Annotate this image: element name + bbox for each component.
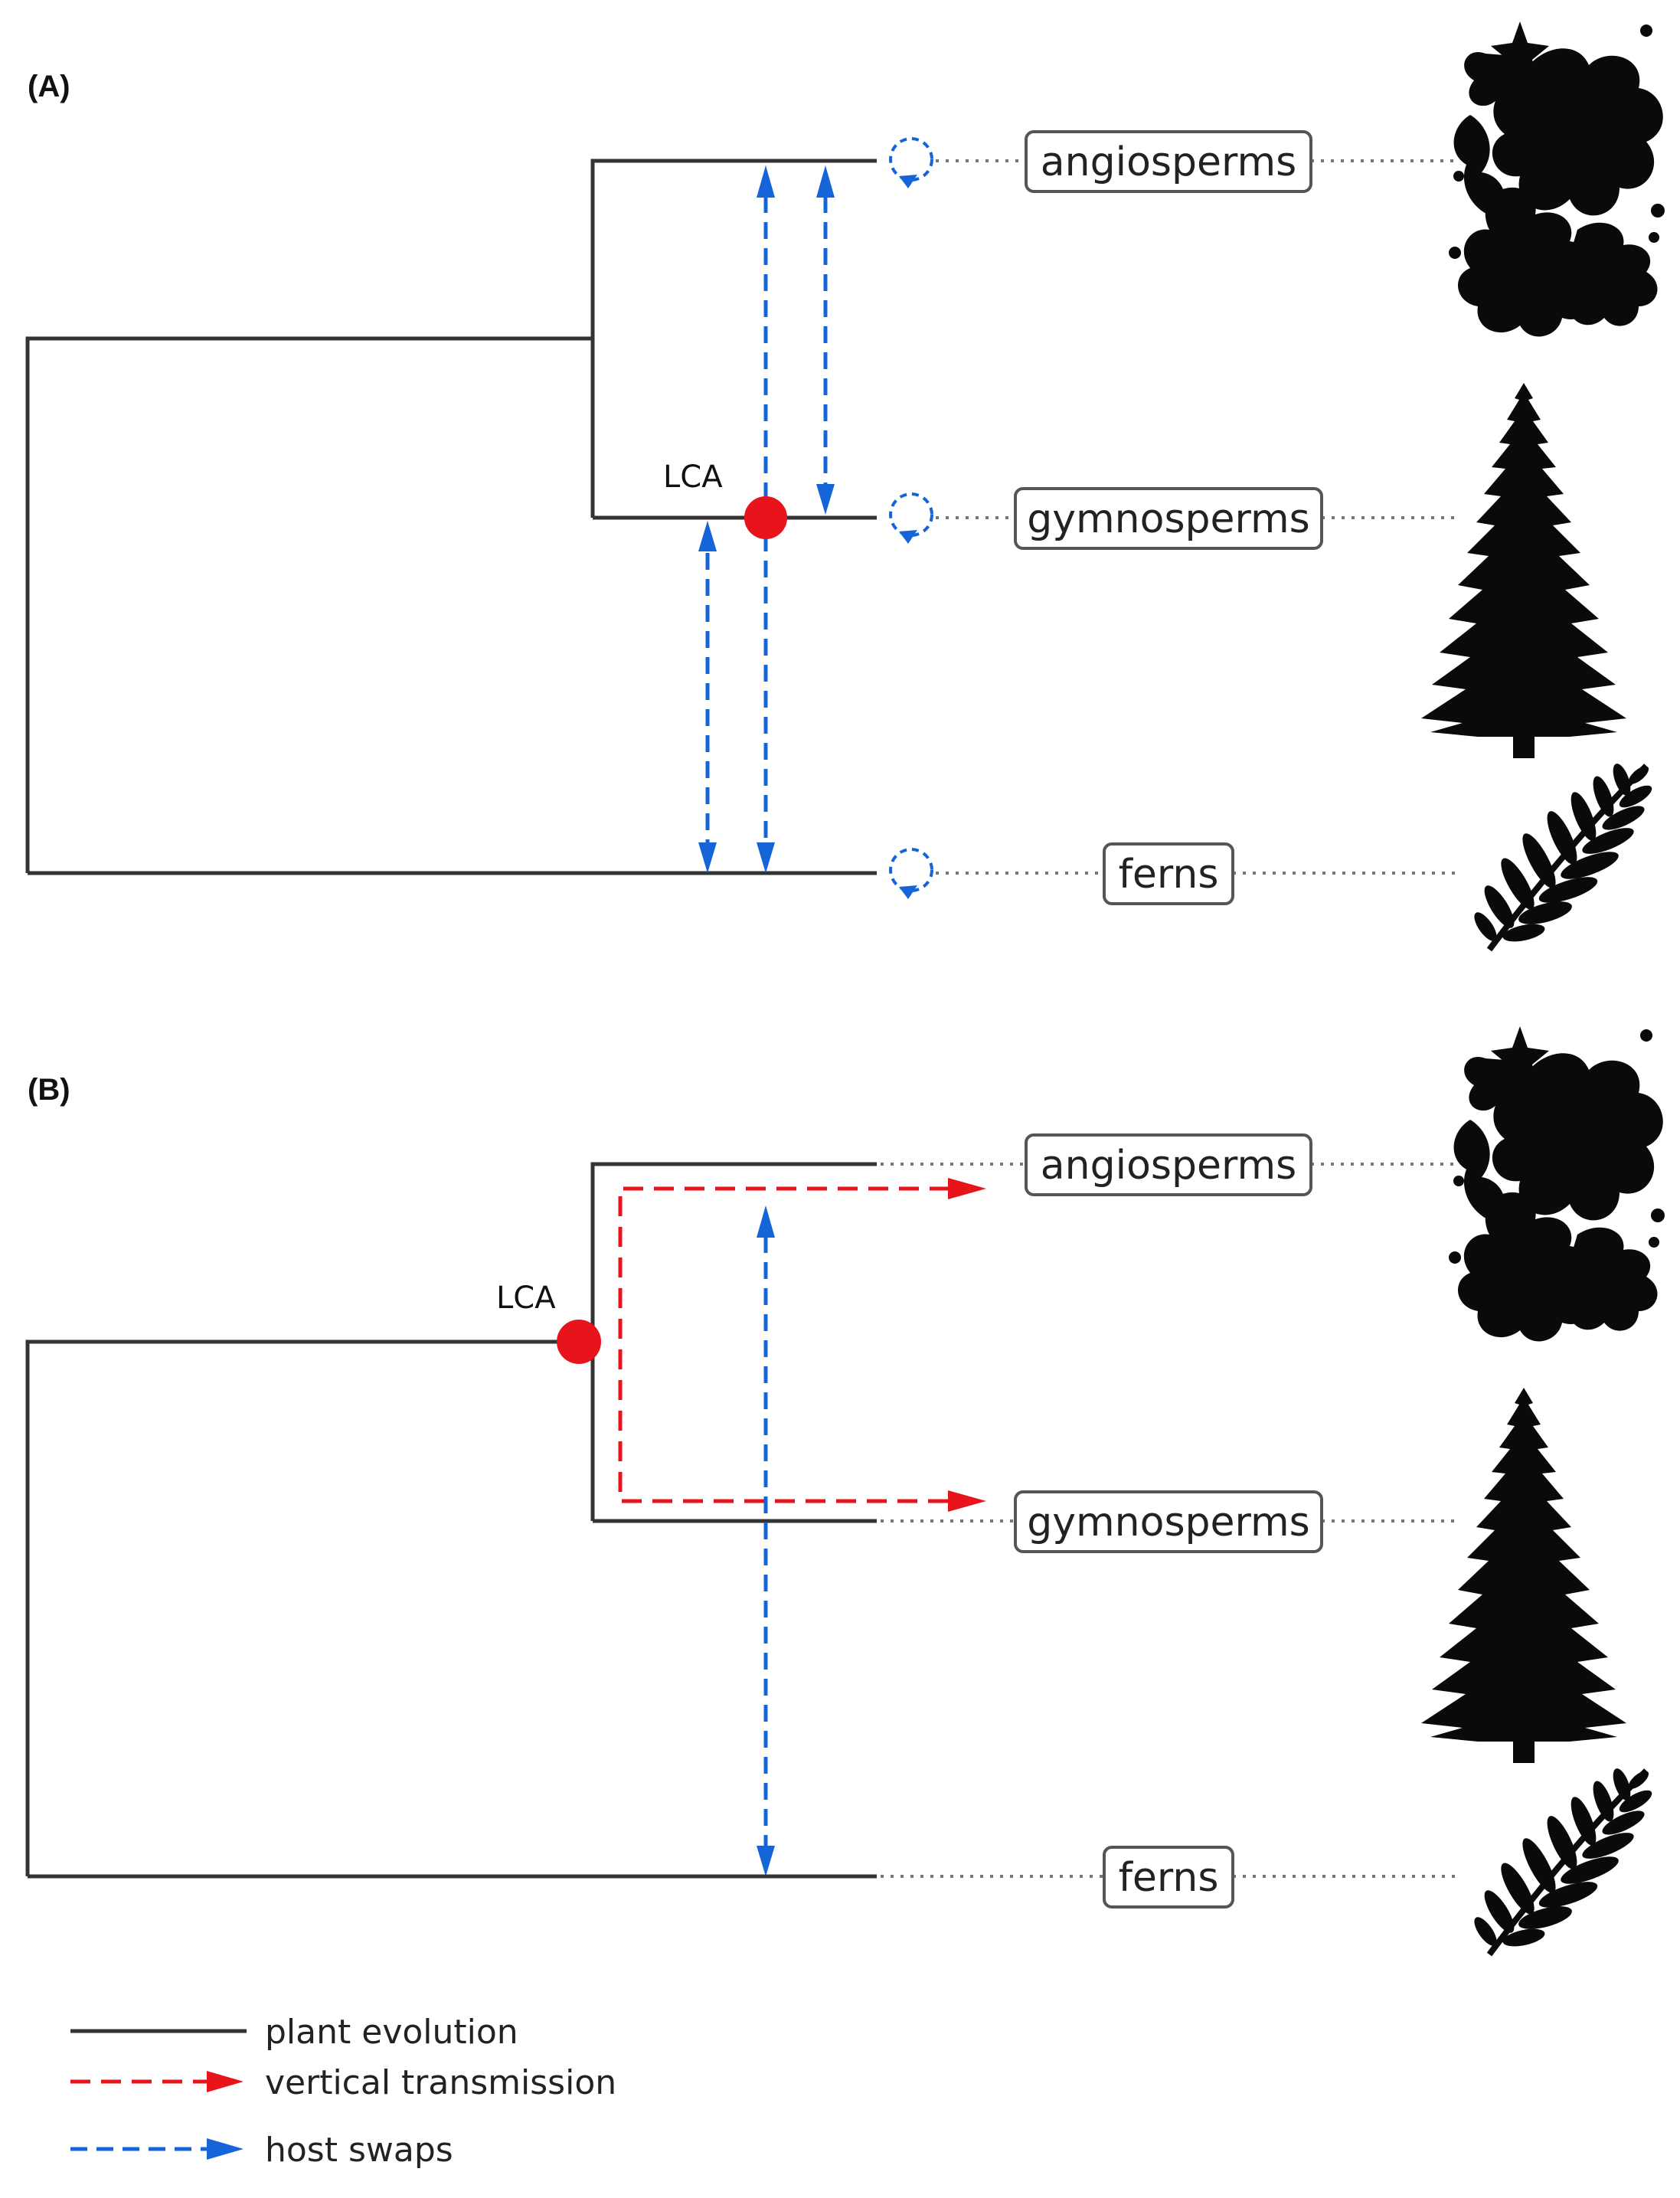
loop-icon (889, 848, 933, 892)
fern-frond-silhouette-icon (1470, 761, 1655, 950)
lca-label: LCA (663, 460, 723, 495)
panel-a: (A) LCA (25, 21, 1665, 950)
panel-b-vertical-transmission (618, 1178, 986, 1512)
flower-silhouette-icon (1449, 1026, 1665, 1342)
svg-text:ferns: ferns (1119, 852, 1219, 898)
arrow-head-down (816, 484, 835, 515)
flower-silhouette-icon (1449, 21, 1665, 337)
panel-b-plant-tree (25, 1162, 877, 1879)
panel-b: (B) LCA (25, 1026, 1665, 1954)
conifer-tree-silhouette-icon (1421, 383, 1626, 758)
root-branch (25, 336, 593, 873)
arrow-head-up (698, 521, 717, 551)
arrow-head-up (816, 165, 835, 198)
loop-icon (889, 492, 933, 537)
taxon-label-ferns: ferns (1103, 842, 1234, 905)
root-branch (25, 1339, 582, 1876)
panel-b-label: (B) (28, 1073, 70, 1107)
svg-text:host swaps: host swaps (265, 2131, 453, 2170)
svg-text:plant evolution: plant evolution (265, 2013, 518, 2052)
taxon-label-ferns: ferns (1103, 1846, 1234, 1909)
angiosperms-branch (590, 159, 877, 518)
lca-label: LCA (496, 1281, 556, 1316)
taxon-label-gymnosperms: gymnosperms (1014, 1490, 1323, 1553)
taxon-label-angiosperms: angiosperms (1025, 1133, 1312, 1196)
loop-icon (889, 137, 933, 182)
loop-arrow-head (899, 885, 917, 899)
loop-arrow-head (899, 175, 917, 188)
taxon-label-angiosperms: angiosperms (1025, 130, 1312, 193)
arrow-head-right (948, 1178, 986, 1199)
angiosperms-branch (590, 1162, 877, 1521)
svg-text:angiosperms: angiosperms (1041, 1143, 1296, 1189)
arrow-head-right (948, 1490, 986, 1512)
vertical-transmission-path (618, 1186, 949, 1503)
taxon-label-gymnosperms: gymnosperms (1014, 487, 1323, 550)
svg-text:gymnosperms: gymnosperms (1027, 496, 1310, 542)
panel-b-connectors (881, 1163, 1455, 1878)
svg-text:ferns: ferns (1119, 1855, 1219, 1901)
panel-b-host-swaps (757, 1205, 775, 1876)
panel-a-label: (A) (28, 70, 70, 103)
legend-item-vertical-transmission: vertical transmission (70, 2063, 616, 2102)
svg-text:gymnosperms: gymnosperms (1027, 1500, 1310, 1545)
arrow-head-down (757, 842, 775, 873)
fern-frond-silhouette-icon (1470, 1766, 1655, 1954)
lca-node (557, 1320, 601, 1364)
arrow-head-up (757, 165, 775, 198)
arrow-head-right (207, 2138, 244, 2160)
arrow-head-down (757, 1846, 775, 1876)
loop-arrow-head (899, 530, 917, 544)
arrow-head-down (698, 842, 717, 873)
conifer-tree-silhouette-icon (1421, 1388, 1626, 1763)
arrow-head-up (757, 1205, 775, 1238)
panel-a-connectors (936, 159, 1455, 875)
svg-text:angiosperms: angiosperms (1041, 139, 1296, 185)
legend: plant evolution vertical transmission ho… (70, 2013, 616, 2170)
lca-node (744, 496, 787, 539)
legend-item-plant-evolution: plant evolution (70, 2013, 518, 2052)
svg-text:vertical transmission: vertical transmission (265, 2063, 616, 2102)
panel-a-self-loops (889, 137, 933, 899)
legend-item-host-swaps: host swaps (70, 2131, 453, 2170)
arrow-head-right (207, 2071, 244, 2092)
panel-a-plant-tree (25, 159, 877, 875)
